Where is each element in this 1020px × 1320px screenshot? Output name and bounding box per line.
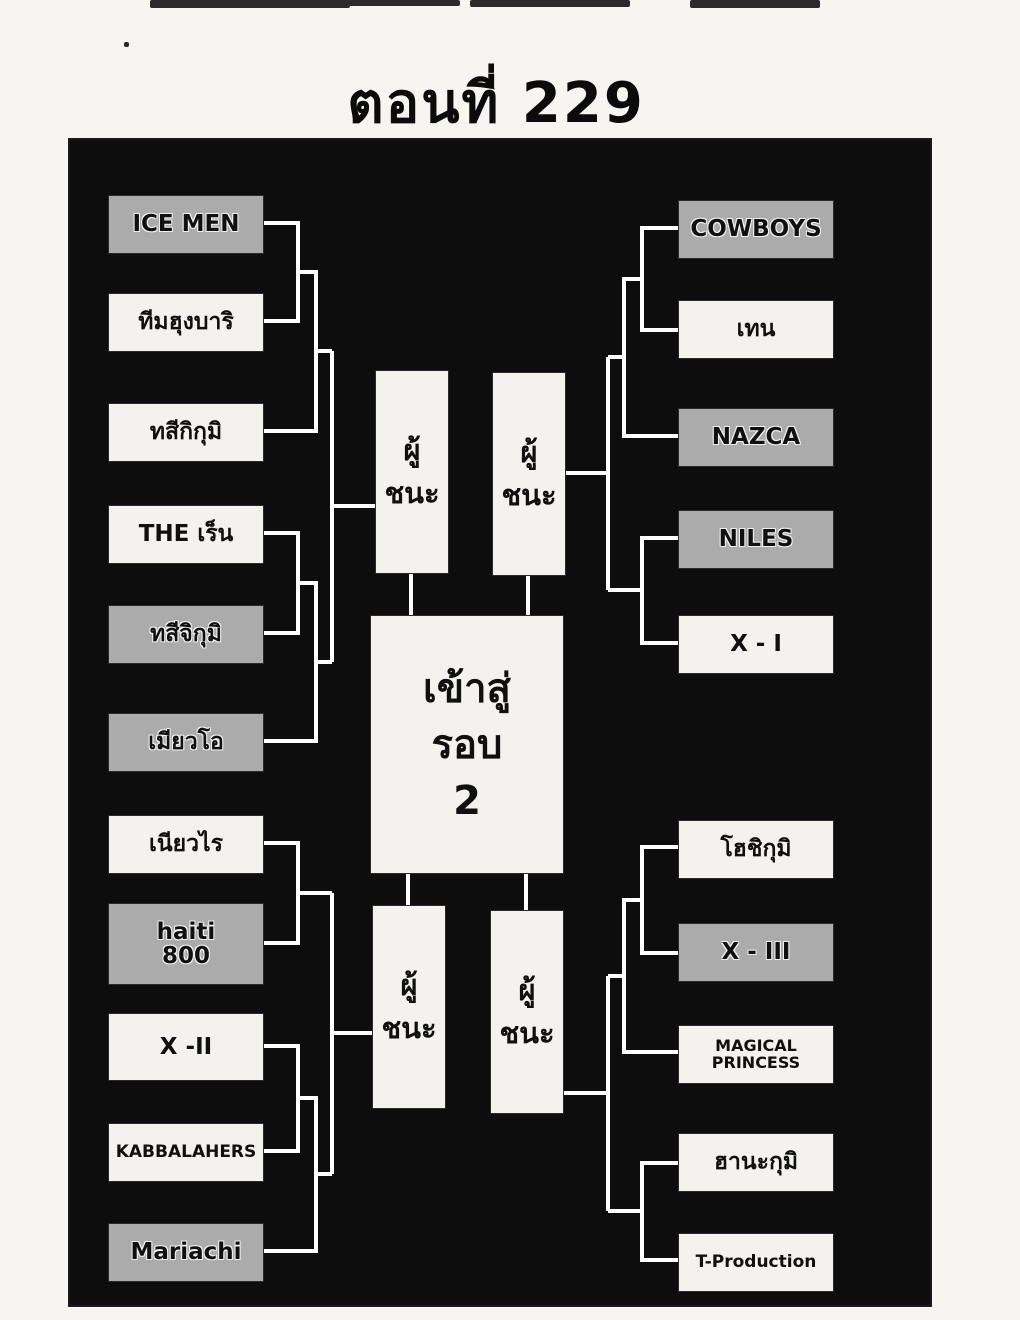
bracket-lines: [262, 221, 678, 1262]
scan-artifact: [124, 42, 129, 47]
scan-artifact: [690, 0, 820, 8]
scan-artifact: [290, 0, 460, 6]
winner-slot-bottom-left: ผู้ ชนะ: [372, 905, 446, 1109]
scan-artifact: [150, 0, 350, 8]
team-box-hungbari: ทีมฮุงบาริ: [108, 293, 264, 352]
team-box-haiti-800: haiti 800: [108, 903, 264, 985]
team-box-magical-princess: MAGICAL PRINCESS: [678, 1025, 834, 1084]
winner-slot-top-right: ผู้ ชนะ: [492, 372, 566, 576]
team-box-x-iii: X - III: [678, 923, 834, 982]
winner-label-line2: ชนะ: [501, 478, 557, 512]
team-box-kabbalahers: KABBALAHERS: [108, 1123, 264, 1182]
team-box-tsukigumi: ทสีกิกุมิ: [108, 403, 264, 462]
round-2-line2: รอบ: [431, 721, 503, 768]
winner-label-line1: ผู้: [518, 973, 536, 1007]
winner-label-line1: ผู้: [400, 968, 418, 1002]
winner-label-line2: ชนะ: [384, 476, 440, 510]
winner-slot-top-left: ผู้ ชนะ: [375, 370, 449, 574]
team-box-nazca: NAZCA: [678, 408, 834, 467]
team-box-tsujigumi: ทสีจิกุมิ: [108, 605, 264, 664]
team-box-x-ii: X -II: [108, 1013, 264, 1081]
winner-label-line2: ชนะ: [381, 1011, 437, 1045]
team-box-hoshigumi: โฮชิกุมิ: [678, 820, 834, 879]
winner-label-line1: ผู้: [520, 435, 538, 469]
team-box-ice-men: ICE MEN: [108, 195, 264, 254]
team-box-nyorai: เนียวไร: [108, 815, 264, 874]
winner-label-line1: ผู้: [403, 433, 421, 467]
team-box-ten: เทน: [678, 300, 834, 359]
tournament-bracket-panel: ICE MEN ทีมฮุงบาริ ทสีกิกุมิ THE เร็น ทส…: [70, 140, 930, 1305]
round-2-line3: 2: [453, 777, 481, 824]
team-box-cowboys: COWBOYS: [678, 200, 834, 259]
round-2-line1: เข้าสู่: [423, 665, 511, 712]
team-box-niles: NILES: [678, 510, 834, 569]
winner-slot-bottom-right: ผู้ ชนะ: [490, 910, 564, 1114]
team-box-hanagumi: ฮานะกุมิ: [678, 1133, 834, 1192]
team-box-the-ren: THE เร็น: [108, 505, 264, 564]
page-title: ตอนที่ 229: [347, 71, 645, 136]
winner-label-line2: ชนะ: [499, 1016, 555, 1050]
scan-artifact: [470, 0, 630, 7]
team-box-x-i: X - I: [678, 615, 834, 674]
team-box-t-production: T-Production: [678, 1233, 834, 1292]
team-box-myo-o: เมียวโอ: [108, 713, 264, 772]
round-2-box: เข้าสู่ รอบ 2: [370, 615, 564, 874]
team-box-mariachi: Mariachi: [108, 1223, 264, 1282]
